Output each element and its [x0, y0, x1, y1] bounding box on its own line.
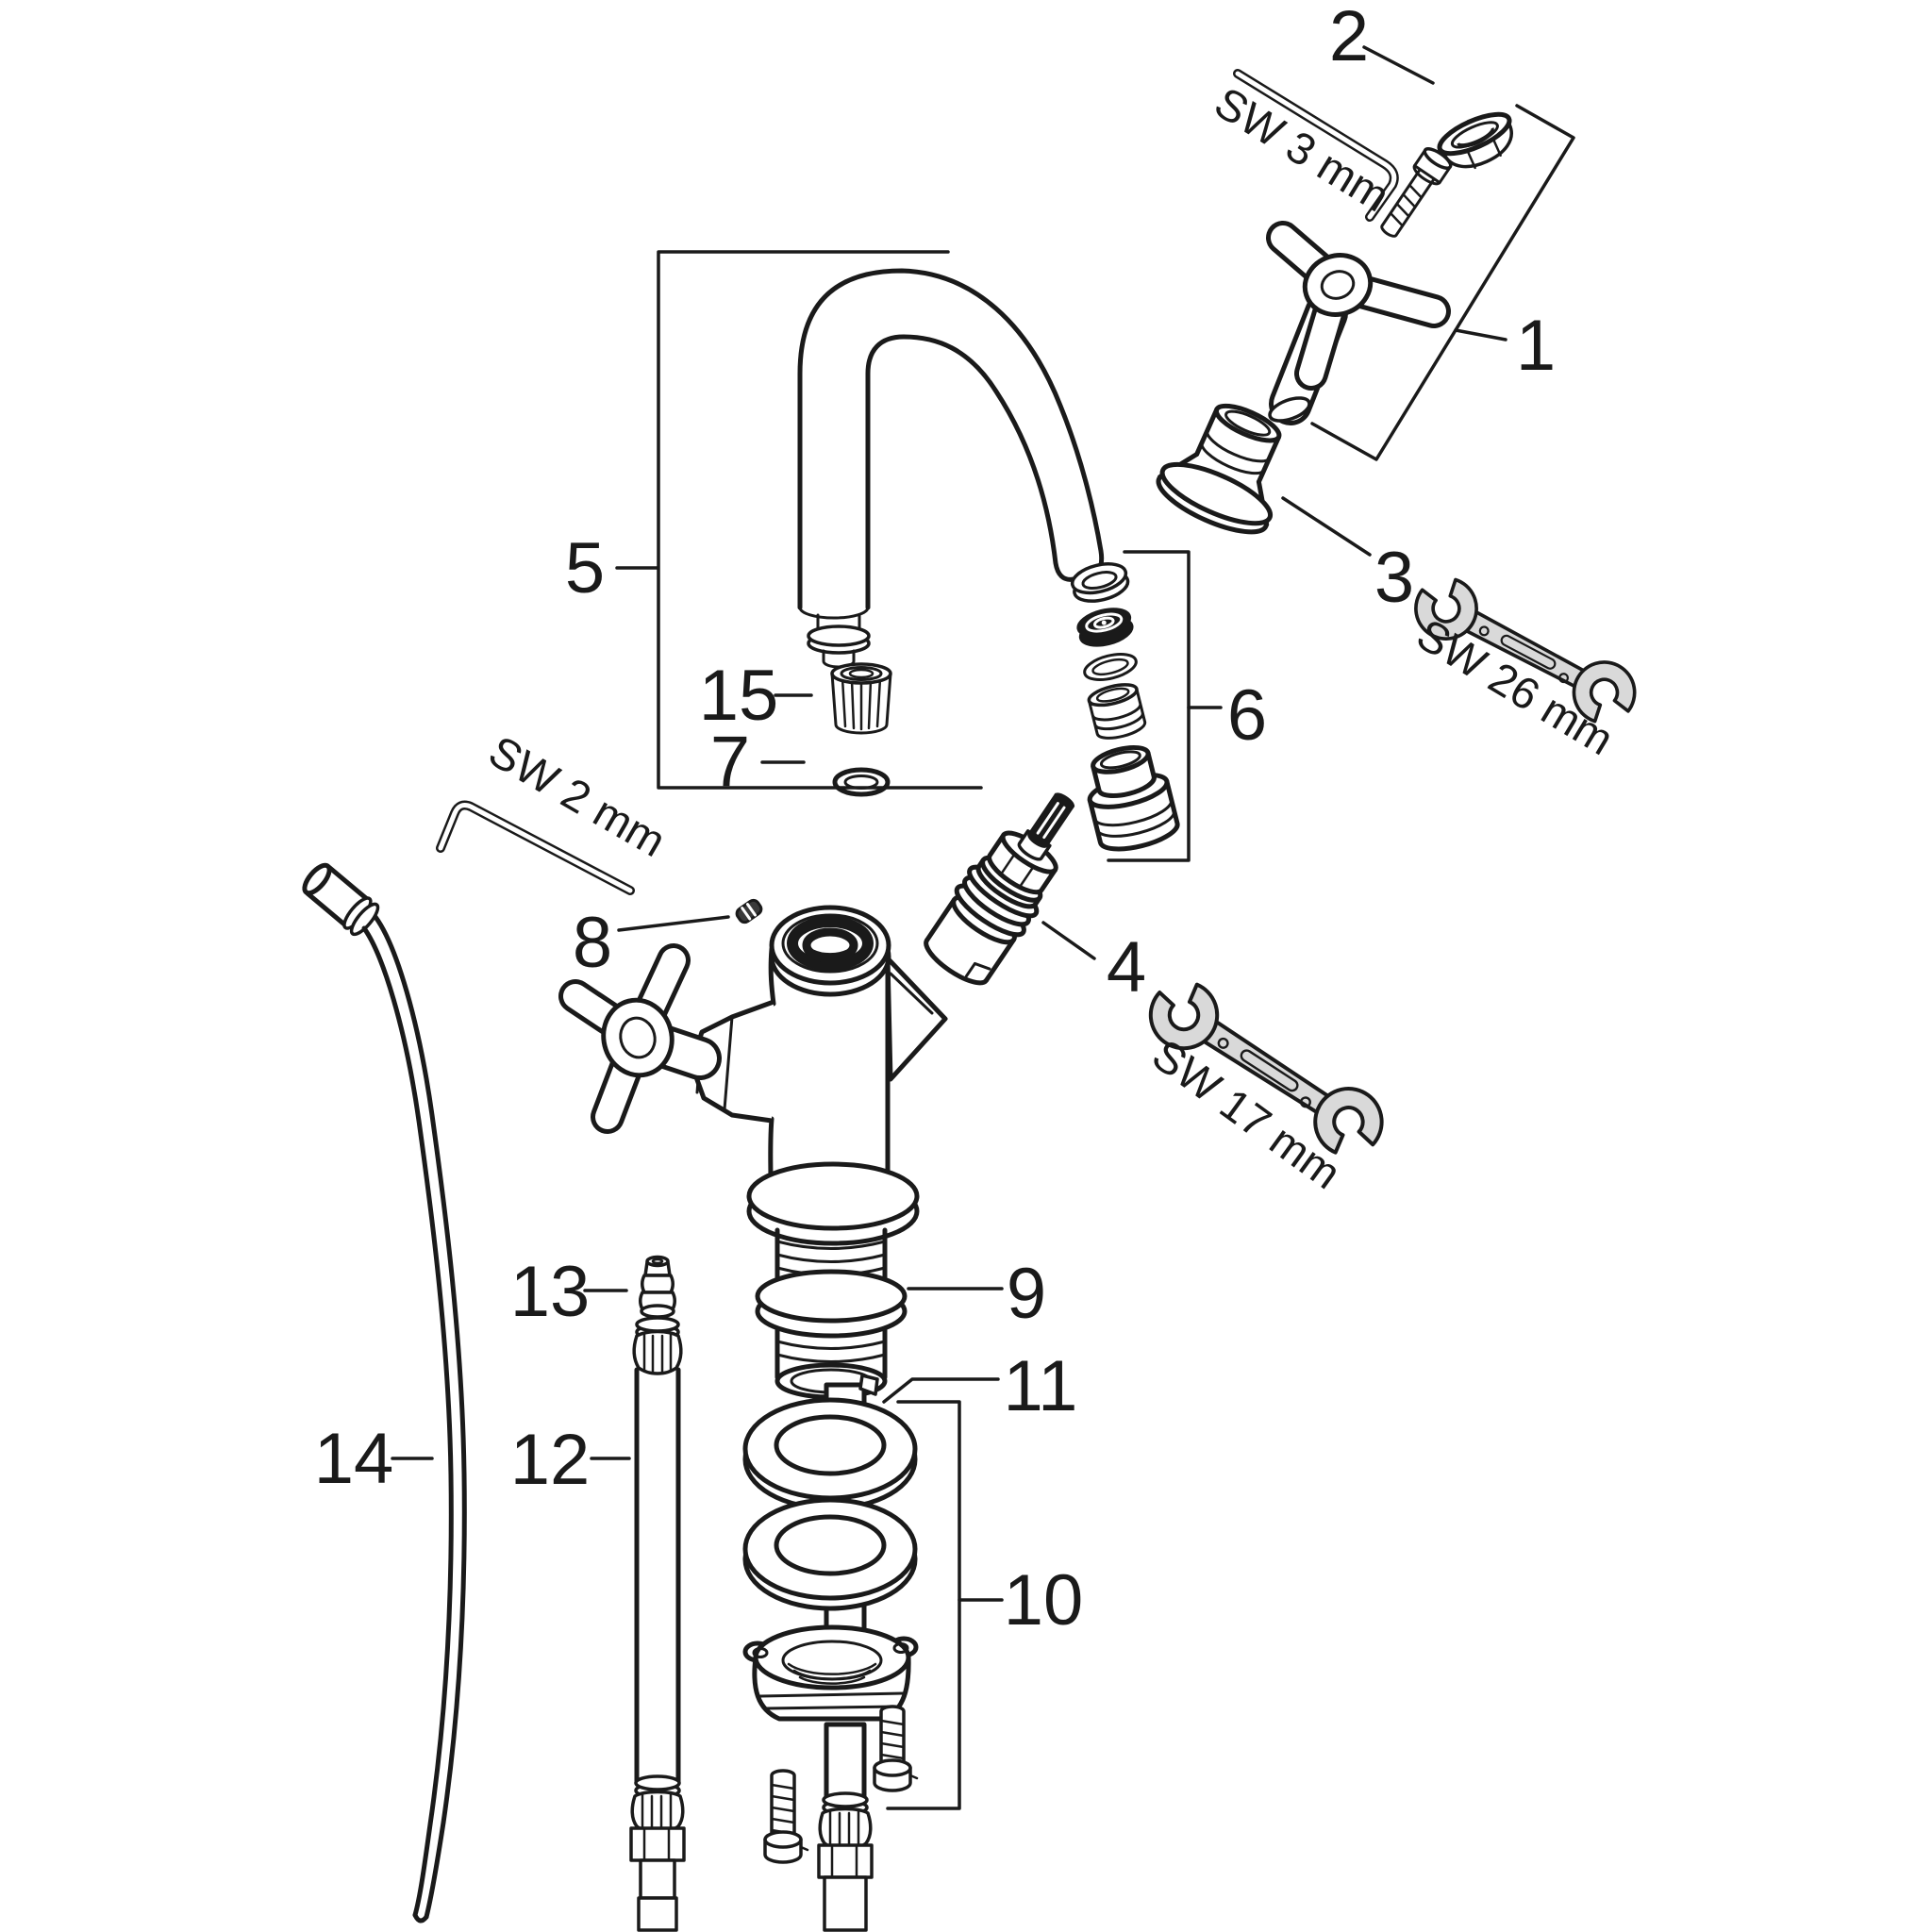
spout-outline [797, 268, 1105, 610]
callout-14-label: 14 [314, 1419, 394, 1499]
aerator-screen [1076, 608, 1134, 647]
open-end-wrench-17-icon [1148, 982, 1384, 1155]
callout-1-label: 1 [1516, 306, 1556, 386]
part-11-tab-washer [858, 1374, 879, 1396]
leader-2 [1362, 45, 1435, 85]
hose-upper-fitting [632, 1316, 683, 1786]
part-15-aerator-bushing [830, 662, 892, 735]
body-handle [558, 943, 722, 1134]
faucet-body [558, 905, 948, 1400]
flow-insert [1087, 683, 1147, 740]
part-7-o-ring [832, 767, 891, 797]
body-base-flange [746, 1161, 920, 1246]
part-4-cartridge [924, 792, 1075, 986]
part-1-handle [1266, 221, 1451, 425]
mounting-screw-left [763, 1769, 809, 1864]
supply-pipe-lower [817, 1722, 874, 1932]
callout-13-label: 13 [510, 1252, 591, 1332]
leader-11 [882, 1377, 1000, 1404]
part-14-hose [302, 862, 467, 1924]
group-12-hose [629, 1255, 686, 1932]
hex-key-3mm-icon [1233, 69, 1399, 222]
washer-lower [742, 1497, 918, 1611]
mounting-screw-right [873, 1705, 919, 1792]
seal-ring [1070, 562, 1130, 603]
part-2-cap-nut [1437, 111, 1513, 170]
callout-2-label: 2 [1329, 0, 1369, 76]
tool-label-sw2: SW 2 mm [481, 725, 675, 866]
group-3-collar [1156, 403, 1637, 724]
callout-8-label: 8 [573, 903, 612, 983]
leader-3 [1281, 496, 1372, 557]
part-8-grub-screw [735, 898, 763, 924]
bracket-5 [657, 250, 983, 790]
leader-4 [1041, 921, 1096, 960]
callout-5-label: 5 [565, 528, 605, 608]
group-6-aerator-stack [1070, 550, 1223, 862]
group-5-spout [615, 250, 1105, 797]
handle-screw [1380, 147, 1453, 238]
callout-11-label: 11 [1004, 1346, 1078, 1426]
callout-4-label: 4 [1107, 927, 1146, 1008]
aerator-housing [1087, 744, 1180, 852]
tool-label-sw3: SW 3 mm [1207, 76, 1399, 221]
callout-10-label: 10 [1004, 1560, 1084, 1641]
hose-lower-fitting [629, 1774, 686, 1932]
body-top-port [769, 905, 891, 997]
body-fin [885, 956, 948, 1082]
part-13-nipple [639, 1255, 676, 1319]
callout-12-label: 12 [510, 1420, 591, 1500]
tick-1 [1454, 328, 1507, 341]
bracket-1 [1310, 104, 1575, 461]
group-8-set-screw [436, 800, 763, 932]
callout-7-label: 7 [710, 722, 750, 802]
callout-3-label: 3 [1374, 538, 1414, 618]
part-3-collar [1156, 403, 1282, 535]
leader-8 [617, 915, 730, 932]
mounting-flange [742, 1624, 919, 1722]
bracket-10 [886, 1400, 961, 1810]
o-ring-6 [1083, 653, 1138, 681]
group-10-fixation-set [742, 1374, 1004, 1932]
part-9-threaded-shank [755, 1227, 908, 1400]
hex-key-2mm-icon [436, 800, 635, 895]
open-end-wrench-26-icon [1414, 577, 1637, 724]
callout-9-label: 9 [1007, 1254, 1046, 1334]
group-1-handle-kit [1233, 45, 1575, 461]
washer-upper [742, 1397, 918, 1511]
callout-6-label: 6 [1227, 675, 1267, 756]
group-4-cartridge [924, 792, 1384, 1155]
callout-15-label: 15 [699, 656, 779, 736]
spout-connector [807, 613, 871, 669]
